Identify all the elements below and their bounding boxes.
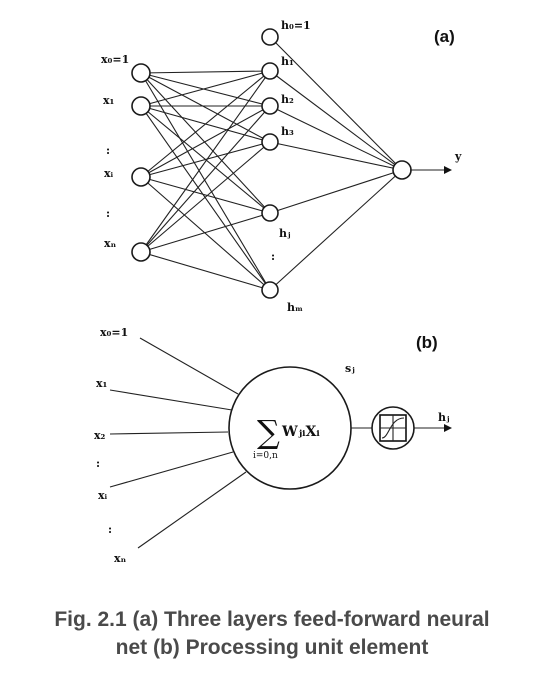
edge-input-2-hidden-5	[140, 176, 271, 291]
edge-input-3-hidden-4	[140, 212, 271, 253]
input-label-ellipsis-2: :	[106, 207, 110, 220]
edge-hidden-1-output	[269, 70, 403, 171]
input-node-3	[131, 242, 151, 262]
edge-input-3-hidden-5	[140, 251, 271, 291]
edge-input-0-hidden-4	[140, 72, 271, 214]
edge-input-0-hidden-1	[140, 70, 271, 74]
panel-a-edges	[140, 36, 403, 291]
output-label-y: y	[454, 150, 462, 163]
input-node-1	[131, 96, 151, 116]
panel-a-tag: (a)	[434, 27, 455, 46]
edge-input-0-hidden-3	[140, 72, 271, 143]
caption-line-2: net (b) Processing unit element	[115, 636, 429, 659]
panel-a-nodes	[131, 28, 412, 299]
edge-hidden-2-output	[269, 105, 403, 171]
edge-input-3-hidden-1	[140, 70, 271, 253]
unit-input-label-ellipsis-1: :	[96, 457, 100, 470]
panel-b-unit: (b) x₀=1 x₁ x₂ : xᵢ : xₙ sⱼ ∑ WⱼᵢXᵢ i=0,…	[94, 326, 452, 565]
input-node-2	[131, 167, 151, 187]
edge-hidden-0-output	[269, 36, 403, 171]
input-line-i	[109, 451, 234, 488]
hidden-node-3	[261, 133, 279, 151]
unit-input-label-2: x₂	[94, 429, 106, 442]
input-line-1	[109, 389, 233, 411]
edge-hidden-3-output	[269, 141, 403, 171]
unit-input-label-0: x₀=1	[100, 326, 128, 339]
panel-b-tag: (b)	[416, 333, 438, 352]
edge-input-2-hidden-1	[140, 70, 271, 178]
edge-input-3-hidden-3	[140, 141, 271, 253]
output-arrow-head	[444, 166, 452, 174]
sum-term: WⱼᵢXᵢ	[281, 424, 320, 440]
edge-hidden-4-output	[269, 169, 403, 214]
hidden-label-ellipsis: :	[271, 250, 275, 263]
input-line-2	[109, 431, 229, 435]
input-label-0: x₀=1	[101, 53, 129, 66]
hidden-label-1: h₁	[281, 55, 294, 68]
figure-caption: Fig. 2.1 (a) Three layers feed-forward n…	[0, 606, 544, 662]
hidden-label-2: h₂	[281, 93, 294, 106]
input-node-0	[131, 63, 151, 83]
sigmoid-curve-icon	[381, 417, 405, 439]
panel-a-network: (a) x₀=1 x₁ : xᵢ : xₙ h₀=1 h₁ h₂ h₃ hⱼ :…	[101, 19, 462, 314]
edge-input-3-hidden-2	[140, 105, 271, 253]
caption-line-1: Fig. 2.1 (a) Three layers feed-forward n…	[54, 608, 490, 631]
unit-label-s: sⱼ	[345, 362, 355, 375]
edge-input-1-hidden-5	[140, 105, 271, 291]
input-label-1: x₁	[103, 94, 115, 107]
hidden-label-0: h₀=1	[281, 19, 311, 32]
input-label-ellipsis-1: :	[106, 144, 110, 157]
hidden-node-5	[261, 281, 279, 299]
unit-input-label-ellipsis-2: :	[108, 523, 112, 536]
edge-hidden-5-output	[269, 169, 403, 291]
unit-input-label-1: x₁	[96, 377, 108, 390]
unit-output-arrow-head	[444, 424, 452, 432]
hidden-node-2	[261, 97, 279, 115]
edge-input-2-hidden-3	[140, 141, 271, 178]
input-line-0	[139, 337, 239, 395]
hidden-node-0	[261, 28, 279, 46]
edge-input-2-hidden-2	[140, 105, 271, 178]
input-label-i: xᵢ	[104, 167, 114, 180]
input-label-n: xₙ	[104, 237, 117, 250]
edge-input-0-hidden-5	[140, 72, 271, 291]
sigma-symbol: ∑	[257, 413, 280, 451]
input-line-n	[137, 471, 247, 549]
unit-input-label-n: xₙ	[114, 552, 127, 565]
hidden-label-3: h₃	[281, 125, 294, 138]
hidden-label-m: hₘ	[287, 301, 303, 314]
hidden-label-j: hⱼ	[279, 227, 291, 240]
hidden-node-1	[261, 62, 279, 80]
unit-output-label: hⱼ	[438, 411, 450, 424]
edge-input-1-hidden-1	[140, 70, 271, 107]
hidden-node-4	[261, 204, 279, 222]
output-node	[392, 160, 412, 180]
unit-input-label-i: xᵢ	[98, 489, 108, 502]
sum-index: i=0,n	[253, 451, 278, 461]
edge-input-2-hidden-4	[140, 176, 271, 214]
